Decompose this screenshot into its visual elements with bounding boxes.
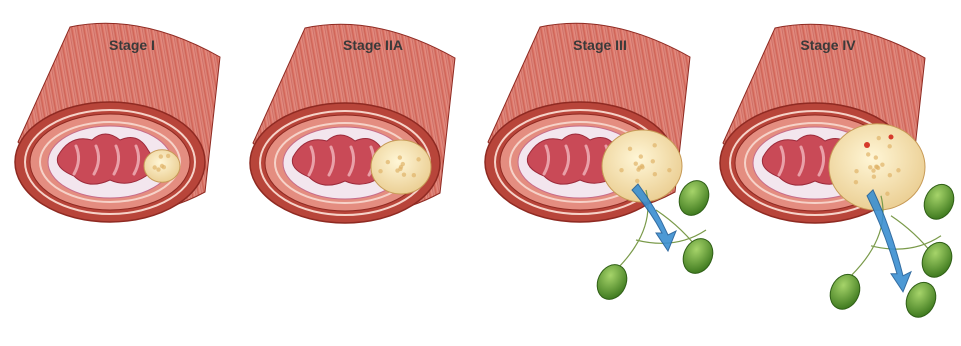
tumor-cell [398, 167, 402, 171]
tumor-cell [152, 165, 156, 169]
tumor-cell [412, 173, 416, 177]
tumor-cell [162, 165, 166, 169]
stage-1-illustration [15, 23, 220, 222]
tumor-cell [416, 157, 420, 161]
stage-label: Stage III [573, 37, 627, 53]
tumor-cell [159, 154, 163, 158]
lymph-node [592, 260, 633, 304]
tumor-cell [887, 144, 891, 148]
tumor-cell [880, 162, 884, 166]
tumor-cell [653, 172, 657, 176]
tumor-cell [854, 169, 858, 173]
tumor-cell [637, 165, 641, 169]
tumor-cell [888, 173, 892, 177]
tumor-cell [639, 154, 643, 158]
tumor-cell [866, 152, 870, 156]
tumor-cell [402, 172, 406, 176]
stage-4-illustration [720, 24, 959, 322]
tumor-cell [651, 159, 655, 163]
tumor-blood-spot [889, 135, 894, 140]
tumor-cell [652, 143, 656, 147]
tumor-cell [874, 155, 878, 159]
stage-label: Stage IIA [343, 37, 403, 53]
tumor-cell [166, 154, 170, 158]
tumor-cell [871, 168, 875, 172]
tumor-cell [872, 175, 876, 179]
tumor-cell [854, 180, 858, 184]
tumor-cell [877, 136, 881, 140]
stage-2-illustration [250, 24, 455, 223]
tumor-cell [896, 168, 900, 172]
tumor-cell [386, 160, 390, 164]
tumor-cell [156, 167, 160, 171]
lymph-node [901, 278, 942, 322]
tumor-cell [876, 166, 880, 170]
lymph-node [919, 180, 960, 224]
tumor-cell [619, 168, 623, 172]
tumor-cell [378, 169, 382, 173]
stage-label: Stage I [109, 37, 155, 53]
tumor-cell [634, 161, 638, 165]
tumor-cell [885, 192, 889, 196]
stage-3-illustration [485, 23, 718, 304]
lymph-node [674, 176, 715, 220]
tumor-cell [401, 162, 405, 166]
tumor-cell [667, 168, 671, 172]
tumor-cell [635, 179, 639, 183]
lymph-node [825, 270, 866, 314]
tumor-cell [398, 155, 402, 159]
tumor-cell [628, 147, 632, 151]
tumor-cell [868, 165, 872, 169]
stage-label: Stage IV [800, 37, 856, 53]
tumor-blood-spot [864, 142, 870, 148]
